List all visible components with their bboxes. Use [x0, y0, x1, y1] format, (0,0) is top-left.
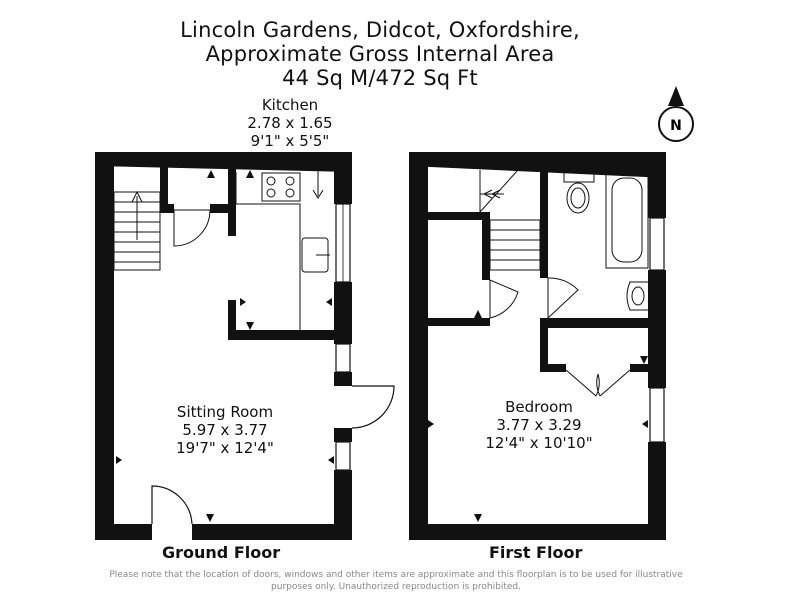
disclaimer: Please note that the location of doors, …	[100, 569, 692, 593]
first-floor-plan	[409, 152, 666, 540]
bath-icon	[605, 171, 649, 269]
bedroom-name: Bedroom	[505, 398, 573, 416]
ground-stairs	[113, 190, 161, 271]
kitchen-label: Kitchen 2.78 x 1.65 9'1" x 5'5"	[232, 96, 348, 150]
sitting-window-upper	[335, 343, 351, 373]
title-address: Lincoln Gardens, Didcot, Oxfordshire,	[180, 18, 580, 42]
wardrobe-doors	[565, 369, 631, 397]
bedroom-imperial: 12'4" x 10'10"	[485, 434, 593, 452]
sitting-window-lower	[335, 441, 351, 471]
toilet-icon	[566, 182, 590, 214]
plan-title: Lincoln Gardens, Didcot, Oxfordshire, Ap…	[0, 18, 760, 90]
sitting-room-label: Sitting Room 5.97 x 3.77 19'7" x 12'4"	[160, 403, 290, 457]
ground-floor-plan	[95, 152, 395, 542]
first-markers	[428, 310, 648, 522]
compass-icon: N	[658, 86, 694, 142]
sitting-room-imperial: 19'7" x 12'4"	[176, 439, 274, 457]
ground-bottom-wall	[95, 524, 352, 540]
disclaimer-line-2: purposes only. Unauthorized reproduction…	[271, 582, 521, 592]
bedroom-window	[649, 387, 665, 443]
sitting-room-metric: 5.97 x 3.77	[182, 421, 268, 439]
bathroom-fittings	[563, 167, 649, 311]
ground-markers	[116, 170, 334, 522]
kitchen-metric: 2.78 x 1.65	[247, 114, 333, 132]
ground-floor-label: Ground Floor	[162, 543, 281, 562]
bathroom-door	[547, 277, 579, 320]
disclaimer-line-1: Please note that the location of doors, …	[109, 570, 683, 580]
first-floor-label: First Floor	[489, 543, 583, 562]
hob-icon	[261, 172, 301, 202]
compass-letter: N	[670, 118, 682, 134]
ground-top-wall	[95, 152, 352, 172]
title-area-value: 44 Sq M/472 Sq Ft	[282, 66, 478, 90]
bedroom-metric: 3.77 x 3.29	[496, 416, 582, 434]
bathroom-window	[649, 217, 665, 271]
sitting-room-name: Sitting Room	[176, 403, 274, 421]
first-stairs	[479, 169, 541, 271]
landing-cupboard-door	[489, 279, 519, 319]
ground-left-wall	[95, 152, 114, 540]
kitchen-imperial: 9'1" x 5'5"	[250, 132, 330, 150]
title-area-label: Approximate Gross Internal Area	[205, 42, 555, 66]
toilet-cistern-icon	[563, 167, 595, 183]
basin-icon	[626, 281, 648, 311]
bedroom-label: Bedroom 3.77 x 3.29 12'4" x 10'10"	[474, 398, 604, 452]
kitchen-worktop	[235, 170, 330, 330]
ground-front-door	[151, 485, 193, 525]
kitchen-name: Kitchen	[261, 96, 319, 114]
ground-right-wall-top	[334, 166, 352, 204]
ground-side-door	[351, 385, 395, 429]
